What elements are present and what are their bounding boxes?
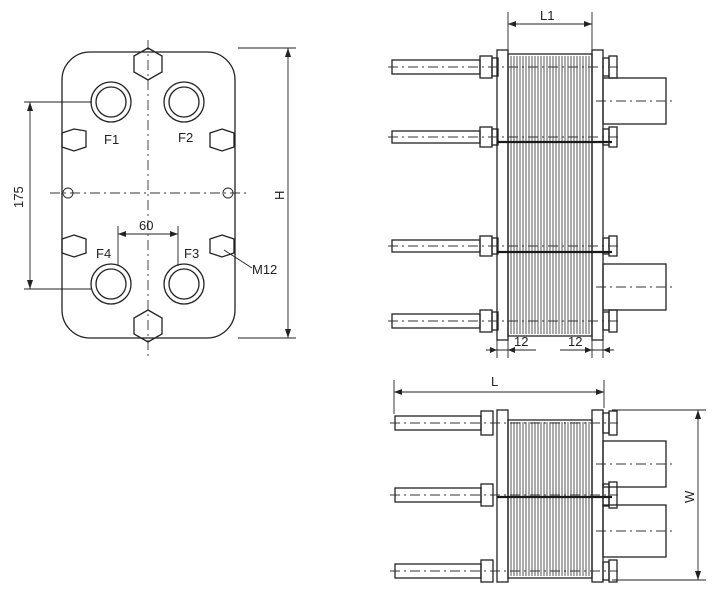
tie-bolt-3	[388, 235, 620, 257]
port-f1	[90, 81, 132, 123]
dim-w-label: W	[682, 490, 697, 503]
side-nut-upper-left	[61, 128, 87, 152]
dim-12-right-label: 12	[568, 334, 582, 349]
label-f2: F2	[178, 130, 193, 145]
plate-pack-2	[510, 422, 590, 576]
frame-plate-outline	[61, 51, 236, 339]
bottom-nut	[133, 309, 163, 343]
top-nut	[133, 47, 163, 81]
plate-pack	[510, 56, 590, 334]
dim-12-left-label: 12	[514, 334, 528, 349]
dim-h-label: H	[272, 191, 287, 200]
side-view: L1 12 12	[388, 8, 672, 358]
label-f3: F3	[184, 246, 199, 261]
dim-175-label: 175	[11, 186, 26, 208]
port-f3	[163, 263, 205, 305]
fixed-frame-plate	[496, 49, 509, 341]
label-f4: F4	[96, 246, 111, 261]
side-nut-lower-right	[209, 234, 235, 258]
dim-l-label: L	[491, 374, 498, 389]
tie-bolt-6	[390, 481, 618, 509]
label-bolt-size: M12	[252, 262, 277, 277]
side-nut-lower-left	[61, 234, 87, 258]
side-nut-upper-right	[209, 128, 235, 152]
label-f1: F1	[104, 132, 119, 147]
front-view: F1 F2 F4 F3 M12 175 60 H	[11, 40, 296, 358]
tie-bolt-2	[388, 126, 620, 148]
pressure-plate	[591, 49, 604, 341]
tie-bolt-5	[390, 410, 618, 436]
tie-bolt-7	[390, 559, 618, 583]
port-f2	[163, 81, 205, 123]
top-view: L W	[390, 374, 706, 583]
tie-bolt-4	[388, 309, 620, 333]
tie-bolt-1	[388, 55, 620, 79]
dim-60-label: 60	[139, 218, 153, 233]
port-f4	[90, 263, 132, 305]
dim-l1-label: L1	[540, 8, 554, 23]
